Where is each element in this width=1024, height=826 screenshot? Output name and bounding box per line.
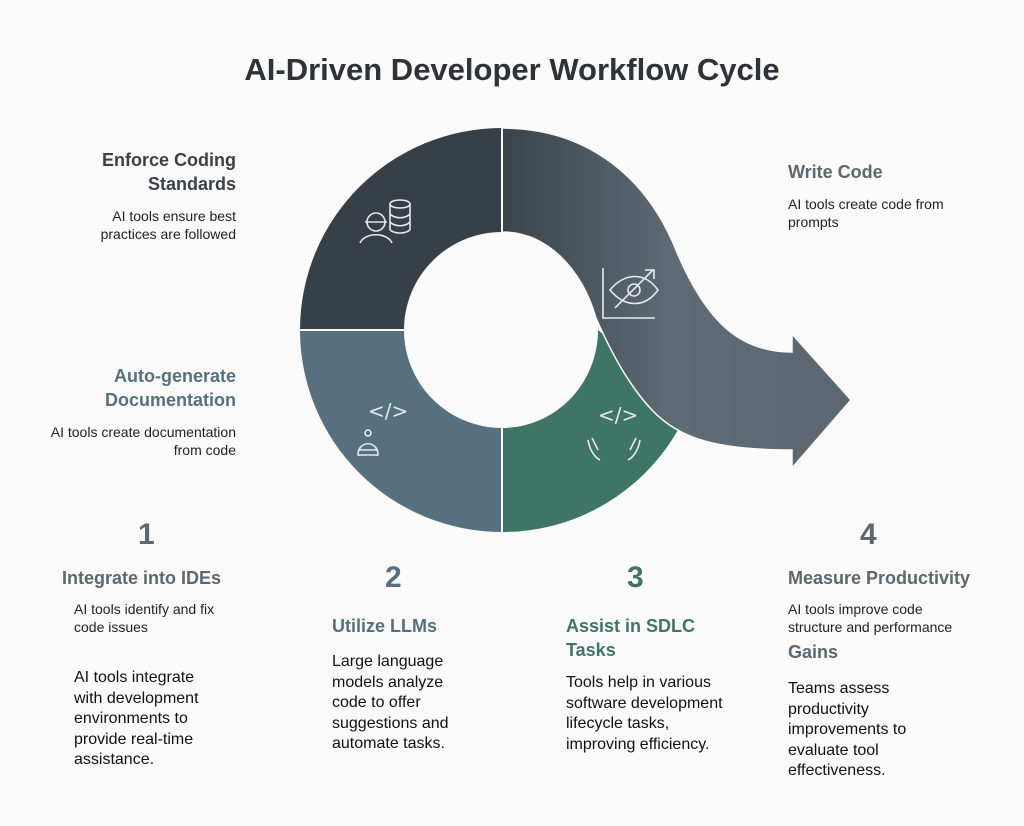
enforce-desc: AI tools ensure best practices are follo… <box>100 208 236 242</box>
step-1-title: Integrate into IDEs <box>62 568 222 588</box>
step-4-short: AI tools improve code structure and perf… <box>788 601 953 635</box>
step-4-number: 4 <box>860 518 877 551</box>
step-3-number: 3 <box>627 561 644 594</box>
page-title: AI-Driven Developer Workflow Cycle <box>244 52 780 87</box>
eye-chart-icon <box>602 268 659 319</box>
hands-code-icon: </> <box>587 403 641 461</box>
segment-write-arrow <box>501 127 852 471</box>
enforce-title: Enforce Coding Standards <box>102 150 236 194</box>
step-2-desc: Large language models analyze code to of… <box>332 653 449 752</box>
step-4-title-cont: Gains <box>788 642 839 662</box>
write-title: Write Code <box>788 162 883 182</box>
segment-autogen <box>300 330 502 532</box>
step-3-title: Assist in SDLC Tasks <box>566 616 696 660</box>
step-4-desc: Teams assess productivity improvements t… <box>788 680 907 779</box>
write-desc: AI tools create code from prompts <box>788 196 944 230</box>
autogen-title: Auto-generate Documentation <box>104 366 236 410</box>
step-1-number: 1 <box>138 518 155 551</box>
step-4-title: Measure Productivity <box>788 568 971 588</box>
step-2-title: Utilize LLMs <box>332 616 438 636</box>
svg-text:</>: </> <box>598 403 638 427</box>
step-2-number: 2 <box>385 561 402 594</box>
step-1-desc: AI tools integrate with development envi… <box>74 669 199 768</box>
step-3-desc: Tools help in various software developme… <box>566 674 723 753</box>
robot-code-icon: </> <box>357 399 408 456</box>
step-1-short: AI tools identify and fix code issues <box>74 601 215 635</box>
svg-text:</>: </> <box>368 399 408 423</box>
autogen-desc: AI tools create documentation from code <box>50 424 236 458</box>
segment-enforce <box>300 128 502 330</box>
engineer-database-icon <box>359 199 411 244</box>
